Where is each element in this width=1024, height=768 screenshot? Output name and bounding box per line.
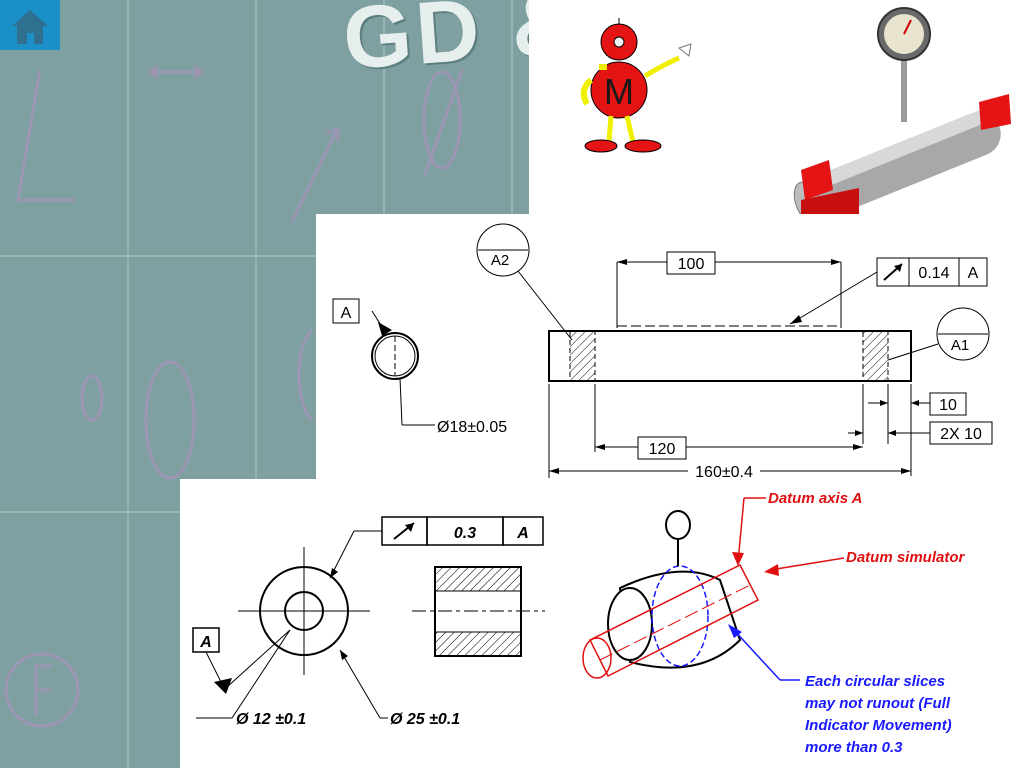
runout-explanation-panel: 0.3 A A Ø 12 ±0.1 Ø 25 ±0.1 — [180, 479, 1024, 768]
inner-diameter-callout: Ø 12 ±0.1 — [236, 711, 306, 728]
dim-100: 100 — [678, 256, 705, 273]
home-icon — [0, 0, 60, 50]
diameter-callout: Ø18±0.05 — [437, 419, 507, 436]
large-circle-symbol — [144, 360, 196, 480]
home-button[interactable] — [0, 0, 60, 50]
small-circle-symbol — [80, 374, 104, 422]
note-line-1: Each circular slices — [805, 673, 945, 690]
hatch-left — [569, 330, 596, 382]
outer-diameter-callout: Ø 25 ±0.1 — [390, 711, 460, 728]
note-line-2: may not runout (Full — [805, 695, 951, 712]
note-line-3: Indicator Movement) — [805, 717, 952, 734]
section-a1-label: A1 — [951, 337, 969, 354]
dim-2x10: 2X 10 — [940, 426, 982, 443]
fcf-bottom-tolerance: 0.3 — [454, 525, 476, 542]
datum-a-label: A — [341, 305, 352, 322]
callout-simulator: Datum simulator — [846, 549, 966, 566]
gear-character-icon: M — [580, 18, 692, 153]
shaft-outline — [548, 330, 912, 382]
hatch-right — [862, 330, 889, 382]
symmetry-arrow-symbol — [149, 64, 203, 80]
note-line-4: more than 0.3 — [805, 739, 903, 756]
angularity-symbol — [16, 69, 75, 202]
section-a2-label: A2 — [491, 252, 509, 269]
dial-indicator-icon — [793, 7, 1011, 214]
illustration-panel: M — [529, 0, 1024, 214]
fcf-top-tolerance: 0.14 — [918, 265, 949, 282]
dim-10: 10 — [939, 397, 957, 414]
diameter-symbol — [422, 70, 462, 170]
dim-total: 160±0.4 — [695, 464, 753, 481]
free-state-symbol — [4, 652, 80, 728]
fcf-top-datum: A — [968, 265, 979, 282]
character-letter: M — [604, 71, 634, 112]
dim-120: 120 — [649, 441, 676, 458]
runout-arrow-symbol — [290, 126, 340, 223]
datum-a-box — [332, 298, 360, 324]
callout-datum-axis: Datum axis A — [768, 490, 862, 507]
fcf-bottom-datum: A — [516, 525, 529, 542]
datum-a-bottom-label: A — [199, 634, 212, 651]
shaft-drawing-panel: A Ø18±0.05 A2 A1 100 — [316, 214, 1024, 486]
runout-3d-illustration — [582, 510, 760, 679]
